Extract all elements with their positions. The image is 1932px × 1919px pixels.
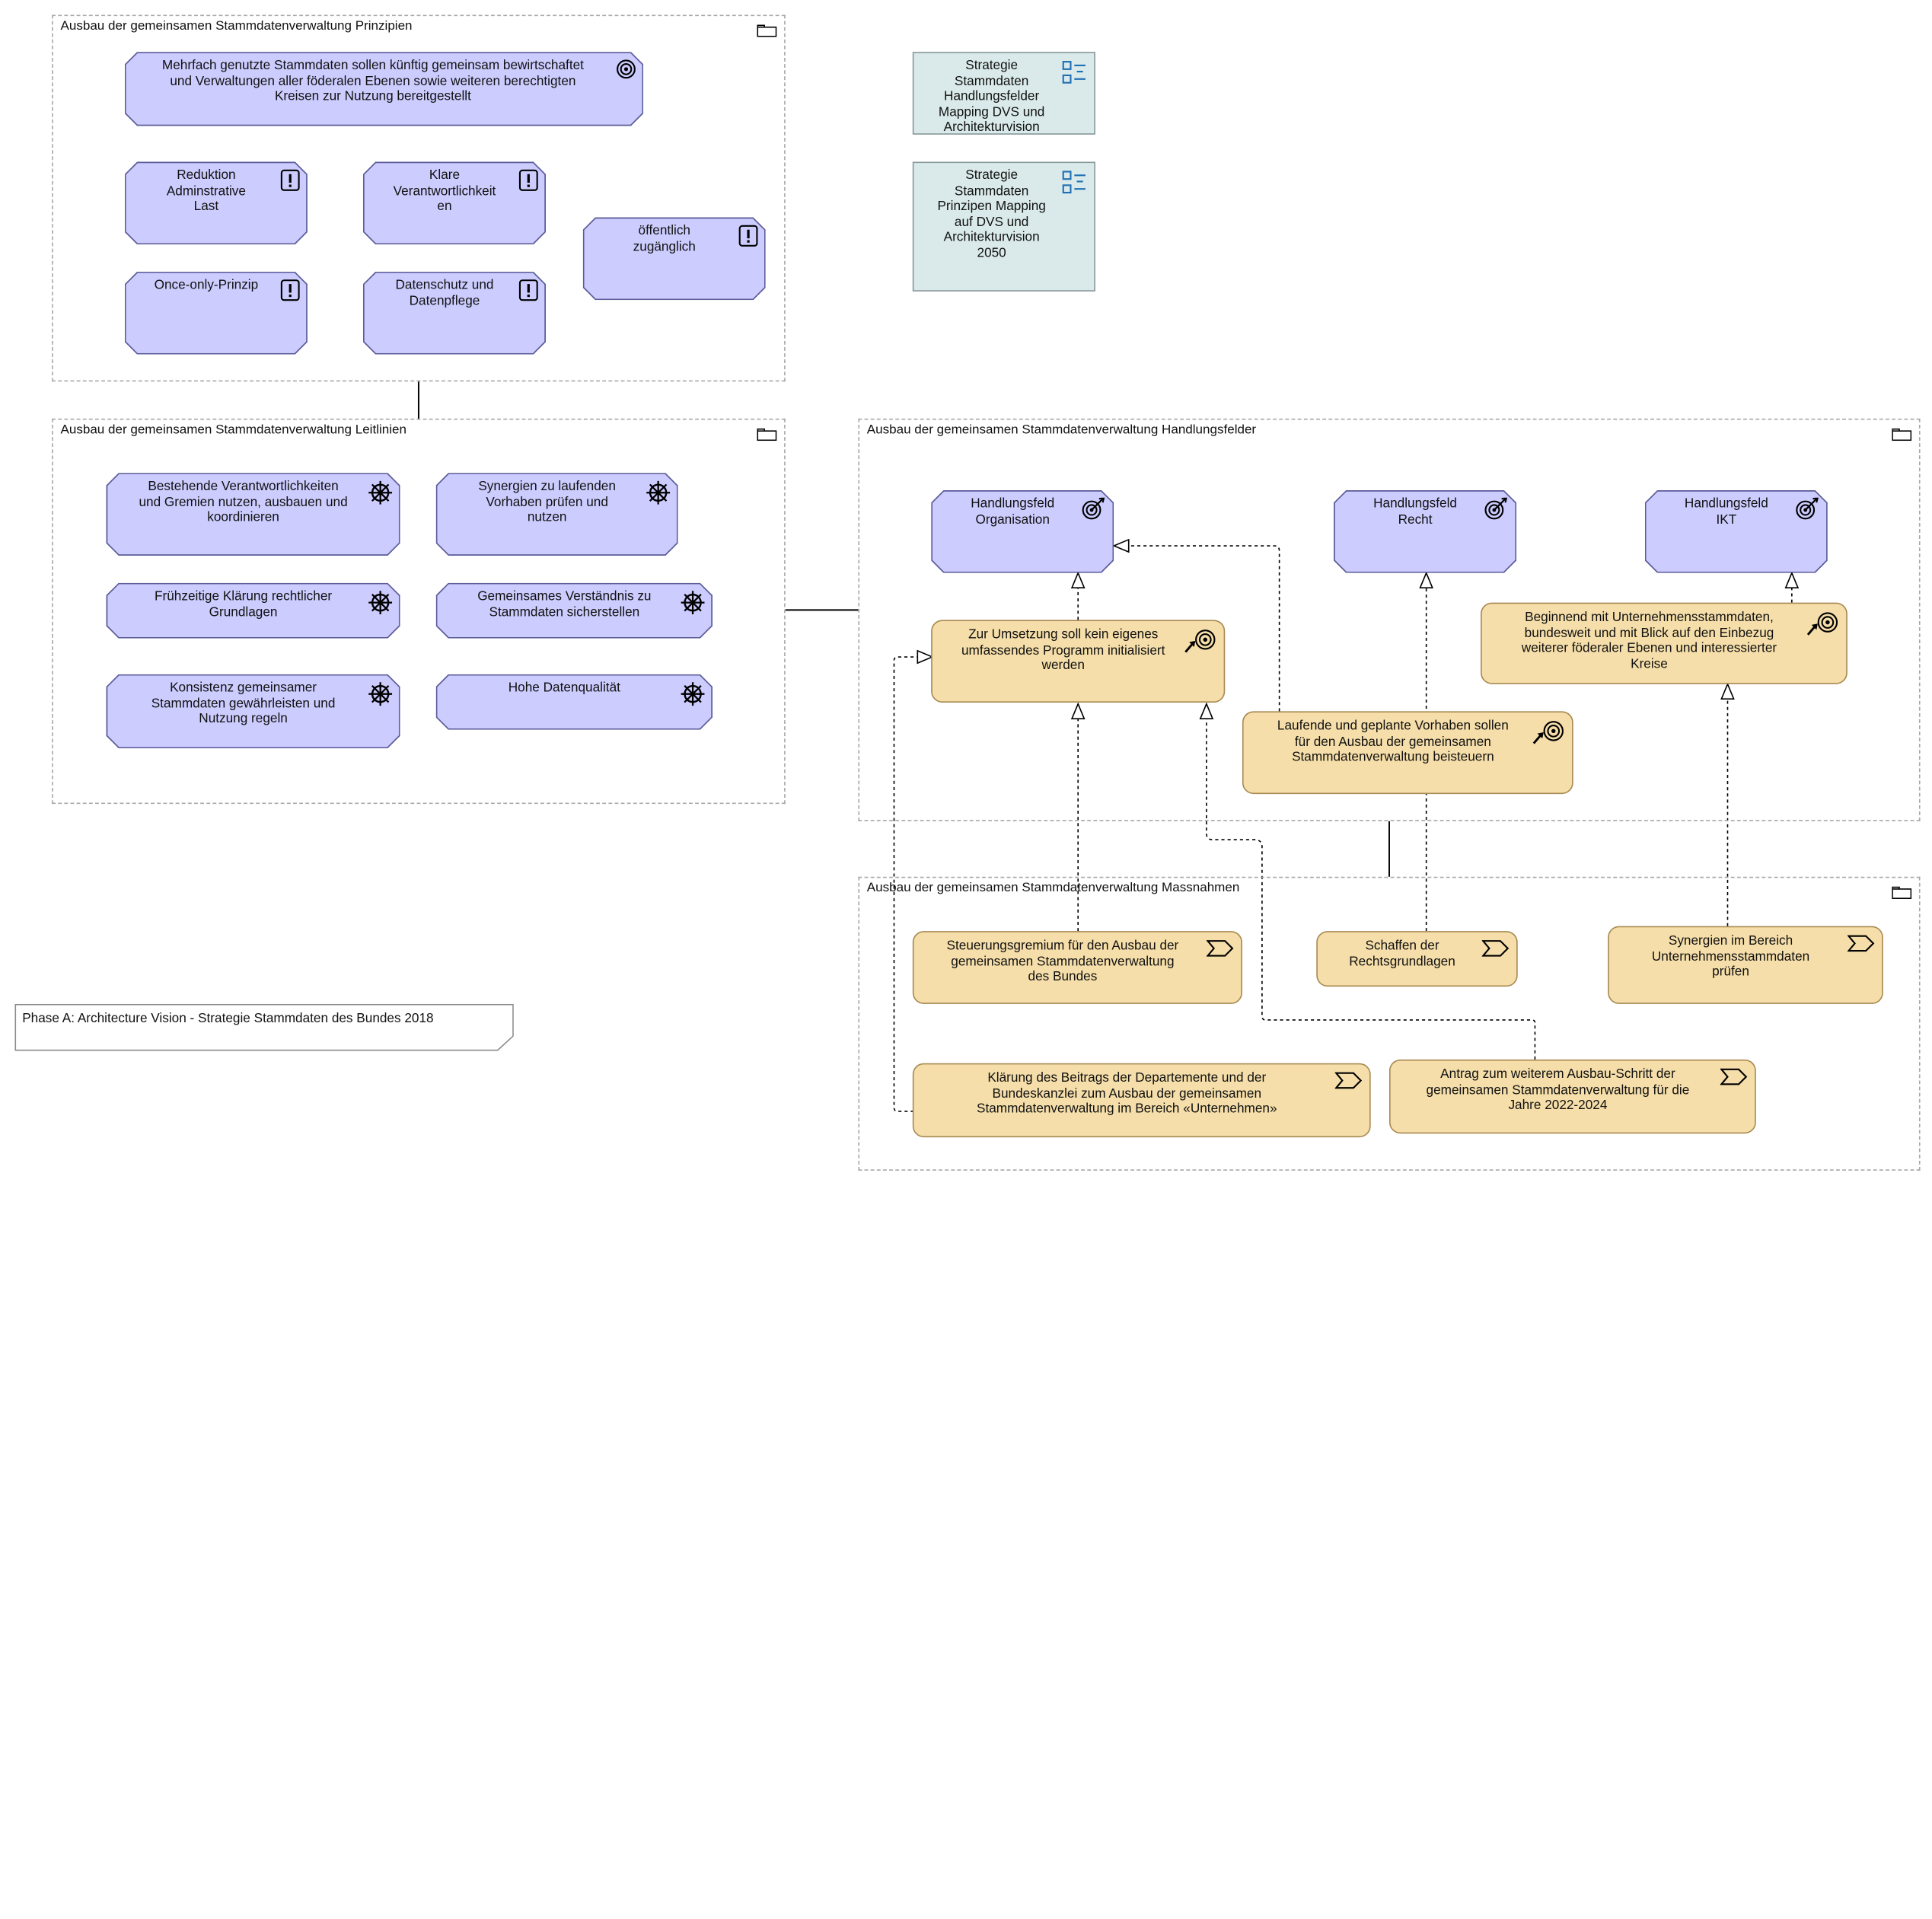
principle-label: Klare Verantwortlichkeit en	[393, 167, 496, 214]
guideline-label: Frühzeitige Klärung rechtlicher Grundlag…	[155, 588, 333, 620]
principle-klare-verantwortlichkeiten[interactable]: Klare Verantwortlichkeit en	[363, 162, 546, 245]
goal-icon	[1532, 721, 1564, 744]
goal-icon	[1806, 612, 1838, 636]
view-label: Strategie Stammdaten Prinzipen Mapping a…	[937, 167, 1046, 261]
realization-antrag-umsetzung	[1207, 704, 1536, 1060]
work-package-synergien[interactable]: Synergien im Bereich Unternehmensstammda…	[1608, 926, 1883, 1004]
work-package-label: Synergien im Bereich Unternehmensstammda…	[1651, 933, 1810, 980]
principle-once-only[interactable]: Once-only-Prinzip	[125, 272, 308, 355]
outcome-ikt[interactable]: Handlungsfeld IKT	[1645, 490, 1828, 573]
work-package-label: Antrag zum weiterem Ausbau-Schritt der g…	[1426, 1066, 1690, 1113]
outcome-label: Handlungsfeld Recht	[1373, 496, 1457, 528]
group-handlungsfelder[interactable]: Ausbau der gemeinsamen Stammdatenverwalt…	[858, 418, 1921, 821]
principle-label: Reduktion Adminstrative Last	[166, 167, 246, 214]
view-label: Strategie Stammdaten Handlungsfelder Map…	[938, 58, 1045, 135]
principle-label: öffentlich zugänglich	[633, 223, 696, 254]
principle-datenschutz[interactable]: Datenschutz und Datenpflege	[363, 272, 546, 355]
folder-icon	[757, 24, 777, 37]
guideline-label: Synergien zu laufenden Vorhaben prüfen u…	[478, 479, 616, 525]
guideline-icon	[368, 590, 392, 614]
guideline-label: Hohe Datenqualität	[508, 680, 620, 696]
outcome-icon	[1796, 498, 1820, 520]
guideline-icon	[681, 681, 705, 706]
guideline-synergien[interactable]: Synergien zu laufenden Vorhaben prüfen u…	[436, 473, 678, 556]
note-label: Phase A: Architecture Vision - Strategie…	[22, 1011, 434, 1027]
principle-icon	[280, 169, 300, 191]
outcome-label: Handlungsfeld IKT	[1684, 496, 1768, 528]
view-icon	[1062, 61, 1086, 84]
principle-label: Once-only-Prinzip	[154, 277, 259, 293]
view-handlungsfelder-mapping[interactable]: Strategie Stammdaten Handlungsfelder Map…	[912, 52, 1095, 135]
guideline-label: Konsistenz gemeinsamer Stammdaten gewähr…	[151, 680, 336, 727]
outcome-recht[interactable]: Handlungsfeld Recht	[1334, 490, 1516, 573]
guideline-fruehzeitige[interactable]: Frühzeitige Klärung rechtlicher Grundlag…	[107, 583, 400, 639]
work-package-icon	[1334, 1072, 1363, 1089]
work-package-label: Klärung des Beitrags der Departemente un…	[976, 1070, 1277, 1117]
folder-icon	[757, 428, 777, 441]
goal-icon	[1184, 630, 1216, 653]
work-package-label: Schaffen der Rechtsgrundlagen	[1349, 938, 1455, 969]
note[interactable]: Phase A: Architecture Vision - Strategie…	[14, 1003, 514, 1051]
note-shape	[14, 1003, 514, 1051]
group-leitlinien[interactable]: Ausbau der gemeinsamen Stammdatenverwalt…	[52, 418, 786, 805]
principle-icon	[518, 169, 538, 191]
goal-label: Zur Umsetzung soll kein eigenes umfassen…	[961, 627, 1165, 674]
goal-main-label: Mehrfach genutzte Stammdaten sollen künf…	[161, 58, 584, 104]
principle-oeffentlich[interactable]: öffentlich zugänglich	[583, 218, 766, 301]
goal-icon	[616, 59, 636, 79]
folder-icon	[1892, 428, 1912, 441]
work-package-icon	[1206, 940, 1234, 957]
group-title: Ausbau der gemeinsamen Stammdatenverwalt…	[60, 18, 413, 33]
work-package-antrag[interactable]: Antrag zum weiterem Ausbau-Schritt der g…	[1388, 1059, 1756, 1134]
group-title: Ausbau der gemeinsamen Stammdatenverwalt…	[60, 422, 406, 438]
group-prinzipien[interactable]: Ausbau der gemeinsamen Stammdatenverwalt…	[52, 14, 786, 382]
work-package-rechtsgrundlagen[interactable]: Schaffen der Rechtsgrundlagen	[1316, 931, 1518, 987]
principle-label: Datenschutz und Datenpflege	[395, 277, 494, 308]
goal-label: Beginnend mit Unternehmensstammdaten, bu…	[1521, 610, 1777, 672]
guideline-icon	[368, 480, 392, 505]
group-title: Ausbau der gemeinsamen Stammdatenverwalt…	[866, 422, 1257, 438]
goal-beginnend[interactable]: Beginnend mit Unternehmensstammdaten, bu…	[1481, 602, 1848, 684]
work-package-icon	[1847, 935, 1875, 952]
principle-reduktion[interactable]: Reduktion Adminstrative Last	[125, 162, 308, 245]
work-package-icon	[1481, 940, 1510, 957]
folder-icon	[1892, 886, 1912, 899]
outcome-organisation[interactable]: Handlungsfeld Organisation	[931, 490, 1114, 573]
outcome-icon	[1484, 498, 1509, 520]
view-prinzipien-mapping[interactable]: Strategie Stammdaten Prinzipen Mapping a…	[912, 161, 1095, 292]
guideline-icon	[681, 590, 705, 614]
group-massnahmen[interactable]: Ausbau der gemeinsamen Stammdatenverwalt…	[858, 876, 1921, 1171]
principle-icon	[518, 279, 538, 301]
goal-umsetzung[interactable]: Zur Umsetzung soll kein eigenes umfassen…	[931, 620, 1226, 703]
guideline-datenqualitaet[interactable]: Hohe Datenqualität	[436, 674, 713, 730]
guideline-label: Gemeinsames Verständnis zu Stammdaten si…	[477, 588, 652, 620]
goal-laufende[interactable]: Laufende und geplante Vorhaben sollen fü…	[1242, 711, 1573, 795]
work-package-klaerung[interactable]: Klärung des Beitrags der Departemente un…	[912, 1063, 1371, 1138]
view-icon	[1062, 171, 1086, 194]
guideline-label: Bestehende Verantwortlichkeiten und Grem…	[139, 479, 348, 525]
outcome-label: Handlungsfeld Organisation	[971, 496, 1055, 528]
guideline-verstaendnis[interactable]: Gemeinsames Verständnis zu Stammdaten si…	[436, 583, 713, 639]
guideline-icon	[646, 480, 670, 505]
outcome-icon	[1082, 498, 1106, 520]
work-package-label: Steuerungsgremium für den Ausbau der gem…	[946, 938, 1179, 985]
principle-icon	[738, 225, 758, 247]
goal-main[interactable]: Mehrfach genutzte Stammdaten sollen künf…	[125, 52, 643, 126]
guideline-bestehende[interactable]: Bestehende Verantwortlichkeiten und Grem…	[107, 473, 400, 556]
guideline-konsistenz[interactable]: Konsistenz gemeinsamer Stammdaten gewähr…	[107, 674, 400, 748]
guideline-icon	[368, 681, 392, 706]
principle-icon	[280, 279, 300, 301]
work-package-steuerungsgremium[interactable]: Steuerungsgremium für den Ausbau der gem…	[912, 931, 1242, 1004]
goal-label: Laufende und geplante Vorhaben sollen fü…	[1277, 719, 1509, 765]
work-package-icon	[1720, 1068, 1748, 1085]
group-title: Ausbau der gemeinsamen Stammdatenverwalt…	[866, 880, 1240, 896]
realization-laufende-organisation	[1114, 546, 1280, 712]
